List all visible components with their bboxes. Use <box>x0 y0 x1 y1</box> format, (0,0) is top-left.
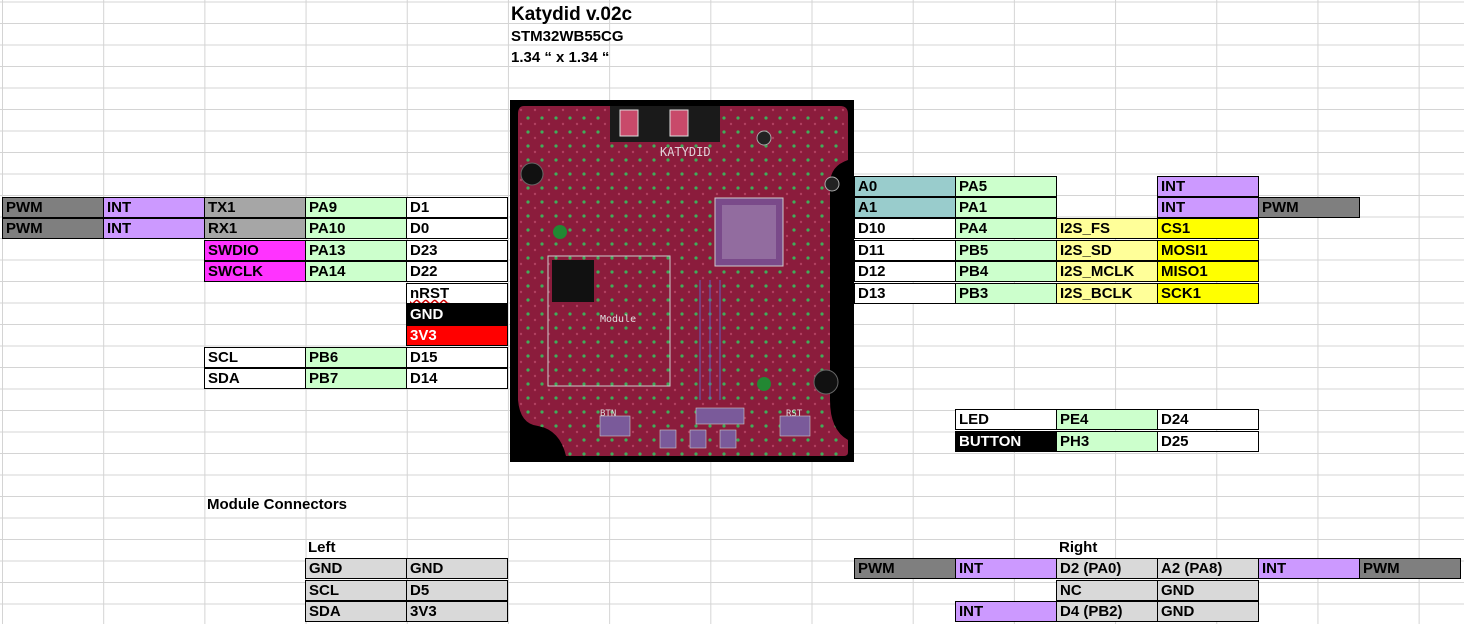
cell-pb6: PB6 <box>305 347 407 368</box>
cell-gnd: GND <box>1157 601 1259 622</box>
cell-a1: A1 <box>854 197 956 218</box>
rst-silk-label: RST <box>786 409 803 419</box>
board-size: 1.34 “ x 1.34 “ <box>511 49 610 66</box>
cell-cs1: CS1 <box>1157 218 1259 239</box>
cell-rx1: RX1 <box>204 218 306 239</box>
cell-pa1: PA1 <box>955 197 1057 218</box>
cell-int: INT <box>1258 558 1360 579</box>
cell-pb5: PB5 <box>955 240 1057 261</box>
cell-pwm: PWM <box>2 197 104 218</box>
cell-gnd: GND <box>305 558 407 579</box>
cell-pe4: PE4 <box>1056 409 1158 430</box>
cell-pa9: PA9 <box>305 197 407 218</box>
cell-miso1: MISO1 <box>1157 261 1259 282</box>
cell-d2-pa0: D2 (PA0) <box>1056 558 1158 579</box>
cell-sck1: SCK1 <box>1157 283 1259 304</box>
chip-name: STM32WB55CG <box>511 28 624 45</box>
cell-int: INT <box>1157 197 1259 218</box>
cell-gnd: GND <box>406 304 508 325</box>
cell-pb3: PB3 <box>955 283 1057 304</box>
btn-silk-label: BTN <box>600 409 616 419</box>
cell-scl: SCL <box>204 347 306 368</box>
cell-int: INT <box>103 218 205 239</box>
cell-pb4: PB4 <box>955 261 1057 282</box>
cell-scl: SCL <box>305 580 407 601</box>
cell-sda: SDA <box>204 368 306 389</box>
cell-int: INT <box>103 197 205 218</box>
cell-pa10: PA10 <box>305 218 407 239</box>
cell-a0: A0 <box>854 176 956 197</box>
cell-d22: D22 <box>406 261 508 282</box>
cell-a2-pa8: A2 (PA8) <box>1157 558 1259 579</box>
cell-sda: SDA <box>305 601 407 622</box>
cell-d23: D23 <box>406 240 508 261</box>
cell-3v3: 3V3 <box>406 325 508 346</box>
right-connector-label: Right <box>1059 539 1098 556</box>
cell-d11: D11 <box>854 240 956 261</box>
cell-nc: NC <box>1056 580 1158 601</box>
cell-pa5: PA5 <box>955 176 1057 197</box>
cell-i2s-sd: I2S_SD <box>1056 240 1158 261</box>
cell-button: BUTTON <box>955 431 1057 452</box>
cell-pwm: PWM <box>854 558 956 579</box>
cell-pa4: PA4 <box>955 218 1057 239</box>
cell-d5: D5 <box>406 580 508 601</box>
cell-pwm: PWM <box>1258 197 1360 218</box>
cell-tx1: TX1 <box>204 197 306 218</box>
cell-d15: D15 <box>406 347 508 368</box>
cell-swdio: SWDIO <box>204 240 306 261</box>
cell-nrst: nRST <box>406 283 508 304</box>
module-silk-label: Module <box>600 314 636 325</box>
cell-d4-pb2: D4 (PB2) <box>1056 601 1158 622</box>
left-connector-label: Left <box>308 539 336 556</box>
cell-3v3: 3V3 <box>406 601 508 622</box>
cell-pa14: PA14 <box>305 261 407 282</box>
silk-label: KATYDID <box>660 145 711 159</box>
cell-i2s-bclk: I2S_BCLK <box>1056 283 1158 304</box>
cell-int: INT <box>1157 176 1259 197</box>
cell-d25: D25 <box>1157 431 1259 452</box>
cell-i2s-mclk: I2S_MCLK <box>1056 261 1158 282</box>
cell-pwm: PWM <box>1359 558 1461 579</box>
module-connectors-title: Module Connectors <box>207 496 348 513</box>
cell-int: INT <box>955 558 1057 579</box>
cell-pb7: PB7 <box>305 368 407 389</box>
cell-d1: D1 <box>406 197 508 218</box>
cell-mosi1: MOSI1 <box>1157 240 1259 261</box>
page-title: Katydid v.02c <box>511 4 633 25</box>
cell-d24: D24 <box>1157 409 1259 430</box>
cell-pwm: PWM <box>2 218 104 239</box>
cell-d10: D10 <box>854 218 956 239</box>
cell-int: INT <box>955 601 1057 622</box>
cell-gnd: GND <box>1157 580 1259 601</box>
cell-d0: D0 <box>406 218 508 239</box>
pcb-board-image: KATYDID Module BTN RST <box>510 100 854 462</box>
cell-i2s-fs: I2S_FS <box>1056 218 1158 239</box>
cell-d13: D13 <box>854 283 956 304</box>
cell-pa13: PA13 <box>305 240 407 261</box>
cell-swclk: SWCLK <box>204 261 306 282</box>
cell-ph3: PH3 <box>1056 431 1158 452</box>
cell-d14: D14 <box>406 368 508 389</box>
cell-d12: D12 <box>854 261 956 282</box>
cell-gnd: GND <box>406 558 508 579</box>
cell-led: LED <box>955 409 1057 430</box>
